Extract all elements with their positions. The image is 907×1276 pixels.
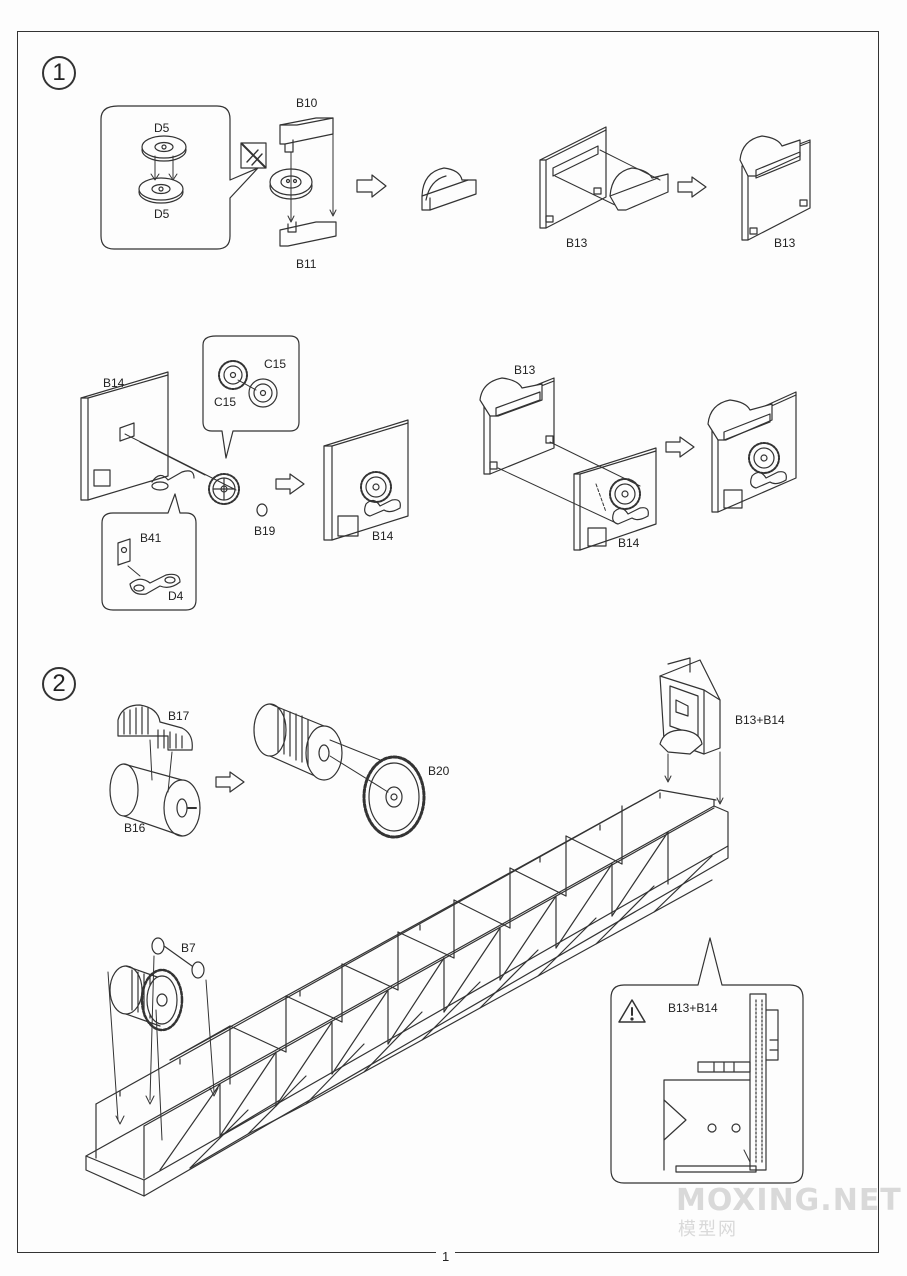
board-b14-lower: [573, 447, 657, 551]
label-b13b14-a: B13+B14: [735, 713, 785, 727]
arrow-2a: [215, 771, 245, 793]
arrow-1a: [356, 174, 387, 198]
gear-c15-a: [218, 360, 248, 390]
gear-c15-small: [208, 473, 240, 505]
label-b10: B10: [296, 96, 318, 110]
pulley-d5-top: [141, 135, 187, 162]
label-b11: B11: [296, 257, 317, 271]
label-d5-bottom: D5: [154, 207, 170, 221]
result-b13b14: [707, 391, 797, 513]
drum-core-b16: [109, 763, 201, 837]
label-b13-a: B13: [566, 236, 588, 250]
truss-beam: [85, 789, 729, 1197]
label-d5-top: D5: [154, 121, 170, 135]
label-b17: B17: [168, 709, 190, 723]
label-b14-b: B14: [372, 529, 394, 543]
arrow-1d: [665, 436, 695, 458]
frame-b13-upper: [479, 377, 555, 475]
label-b14-c: B14: [618, 536, 640, 550]
label-b13b14-b: B13+B14: [668, 1001, 718, 1015]
watermark-text: MOXING.NET: [676, 1183, 902, 1218]
no-glue-icon: [240, 142, 267, 169]
label-b16: B16: [124, 821, 146, 835]
label-b13-c: B13: [514, 363, 536, 377]
detail-section: [663, 993, 779, 1173]
pin-b19: [256, 503, 268, 517]
watermark-subtext: 模型网: [678, 1219, 738, 1240]
part-b41: [117, 538, 131, 566]
label-b7: B7: [181, 941, 196, 955]
page-number: 1: [436, 1249, 456, 1264]
result-b13: [739, 135, 811, 241]
drum-gear-b7: [109, 965, 184, 1032]
callout-c15: [202, 335, 300, 459]
part-b7-pins: [151, 937, 205, 979]
gear-c15-b: [248, 378, 278, 408]
step-marker-2: 2: [42, 667, 76, 701]
result-b10b11: [421, 167, 477, 211]
label-b20: B20: [428, 764, 450, 778]
label-b19: B19: [254, 524, 276, 538]
drum-halves-b17: [117, 704, 193, 751]
callout-detail: [610, 937, 804, 1184]
clip-d4-loop: [151, 470, 195, 491]
label-b41: B41: [140, 531, 162, 545]
label-b14-a: B14: [103, 376, 125, 390]
result-b14: [323, 419, 409, 541]
part-b10: [279, 117, 334, 153]
label-d4: D4: [168, 589, 184, 603]
step-marker-1: 1: [42, 56, 76, 90]
half-pulley-b13: [609, 167, 669, 211]
drum-assembled: [253, 703, 343, 781]
pulley-d5-bottom: [138, 177, 184, 204]
callout-b41-d4: [101, 493, 197, 611]
callout-d5: [100, 105, 259, 250]
label-b13-b: B13: [774, 236, 796, 250]
arrow-1c: [275, 473, 305, 495]
board-b14-open: [80, 371, 169, 501]
label-c15-a: C15: [264, 357, 287, 371]
tower-b13b14: [659, 657, 721, 755]
part-b11: [279, 221, 337, 247]
gear-b20: [362, 755, 426, 839]
part-d4: [129, 573, 181, 595]
warning-icon: [618, 999, 646, 1023]
label-c15-b: C15: [214, 395, 237, 409]
frame-b13-open: [539, 126, 607, 229]
arrow-1b: [677, 176, 707, 198]
